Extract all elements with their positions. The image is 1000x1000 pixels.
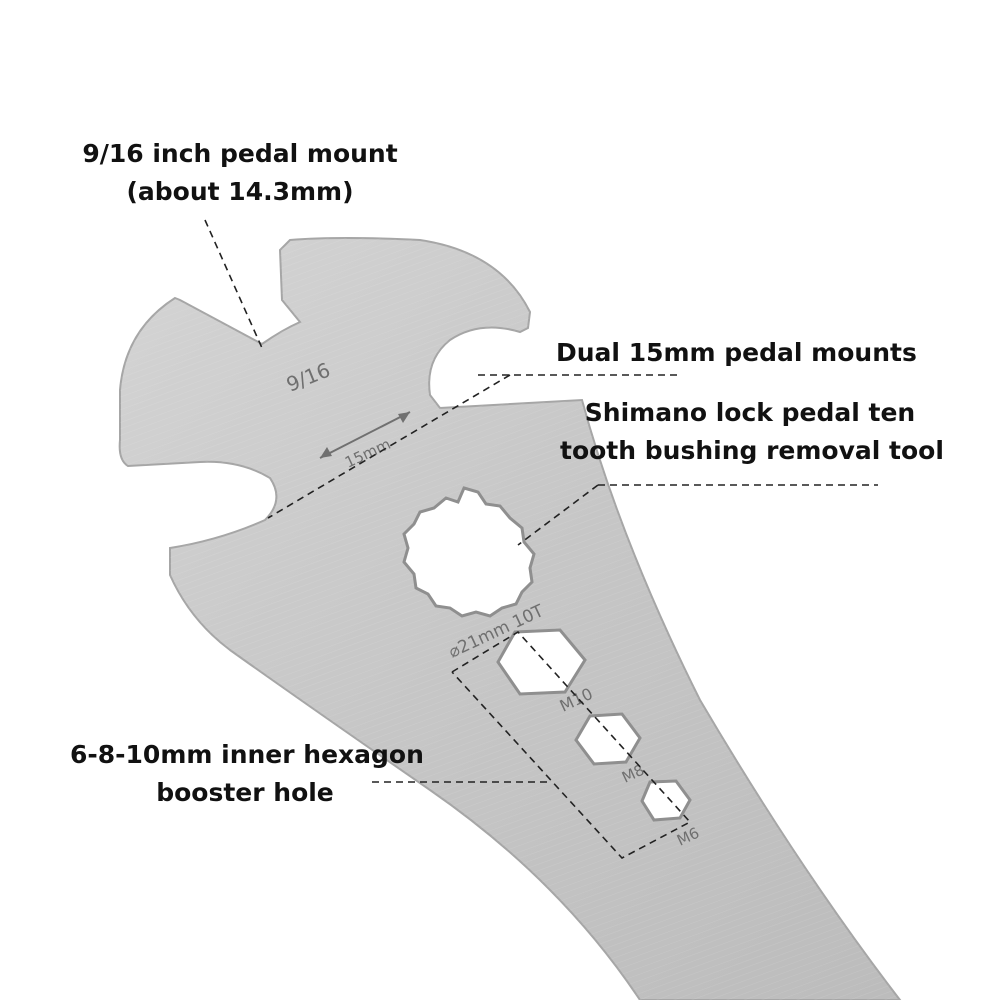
callout-916-line1: 9/16 inch pedal mount <box>82 139 398 168</box>
hex-hole-m8 <box>574 712 642 766</box>
leader-15mm-diagonal <box>267 374 511 519</box>
spline-hole <box>402 486 536 618</box>
callout-916-pedal-mount: 9/16 inch pedal mount (about 14.3mm) <box>60 135 420 211</box>
callout-shimano-line1: Shimano lock pedal ten <box>584 398 916 427</box>
hex-hole-m6 <box>640 779 692 822</box>
callout-shimano-tool: Shimano lock pedal ten tooth bushing rem… <box>560 394 944 470</box>
callout-916-line2: (about 14.3mm) <box>126 177 354 206</box>
callout-shimano-line2: tooth bushing removal tool <box>560 436 944 465</box>
leader-hex-bracket <box>451 630 692 859</box>
callout-hex-holes: 6-8-10mm inner hexagon booster hole <box>70 736 424 812</box>
callout-hex-line2: booster hole <box>156 778 334 807</box>
callout-dual-15mm: Dual 15mm pedal mounts <box>556 338 917 367</box>
hex-hole-m10 <box>496 628 587 696</box>
leader-shimano-diagonal <box>517 484 599 546</box>
engraving-15mm-arrow <box>319 411 411 459</box>
callout-hex-line1: 6-8-10mm inner hexagon <box>70 740 424 769</box>
